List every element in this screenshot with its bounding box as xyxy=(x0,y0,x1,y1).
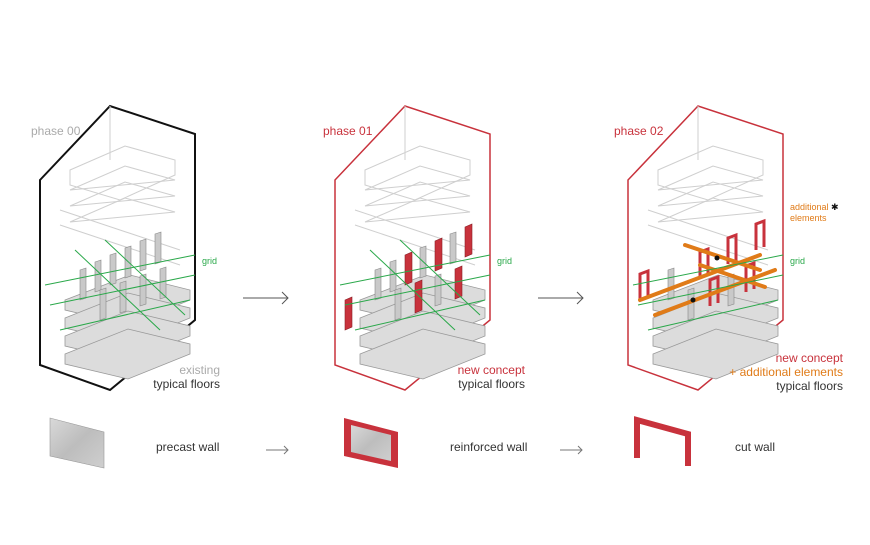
phase-01-caption-line-2: typical floors xyxy=(458,377,525,391)
phase-02-title: phase 02 xyxy=(614,124,664,138)
legend-label-reinforced-wall: reinforced wall xyxy=(450,440,528,454)
phase-00-caption: existing typical floors xyxy=(153,363,220,391)
phase-02-caption-line-2: + additional elements xyxy=(729,365,843,379)
phase-00-grid-label: grid xyxy=(202,256,218,266)
phase-02-caption-line-1: new concept xyxy=(775,351,843,365)
phase-00-caption-line-1: existing xyxy=(179,363,220,377)
legend-label-precast-wall: precast wall xyxy=(156,440,220,454)
asterisk-icon: ✱ xyxy=(831,202,839,212)
legend-label-cut-wall: cut wall xyxy=(735,440,776,454)
phase-02-note-line-2: elements xyxy=(790,213,827,223)
phase-00-caption-line-2: typical floors xyxy=(153,377,220,391)
phase-02-note-line-1: additional xyxy=(790,202,829,212)
phase-00-title: phase 00 xyxy=(31,124,81,138)
phase-01-caption-line-1: new concept xyxy=(457,363,525,377)
phase-02-grid-label: grid xyxy=(790,256,806,266)
phase-01-caption: new concept typical floors xyxy=(458,363,525,391)
phase-02-caption: new concept + additional elements typica… xyxy=(729,351,843,393)
phase-01-grid-label: grid xyxy=(497,256,513,266)
phase-02-caption-line-3: typical floors xyxy=(776,379,843,393)
phase-02-note: additional ✱ elements xyxy=(790,202,839,224)
phase-01-title: phase 01 xyxy=(323,124,373,138)
